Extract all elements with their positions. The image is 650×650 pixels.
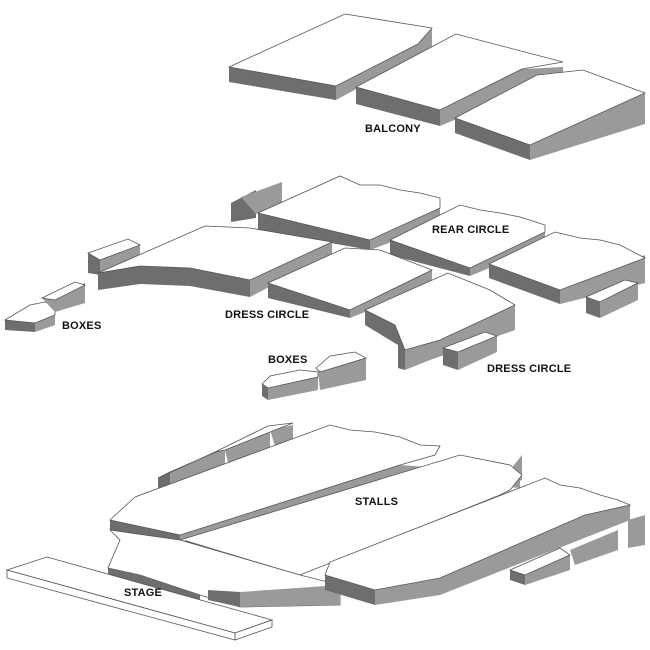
label-stage: STAGE — [124, 587, 163, 599]
label-stalls: STALLS — [355, 496, 399, 508]
balcony-section[interactable] — [227, 13, 647, 160]
label-rear-circle: REAR CIRCLE — [432, 224, 510, 236]
stage-section[interactable] — [5, 556, 274, 641]
label-balcony: BALCONY — [365, 123, 421, 135]
stalls-section[interactable] — [107, 422, 645, 608]
label-boxes-left: BOXES — [62, 320, 102, 332]
rear-circle-section[interactable] — [231, 175, 646, 318]
label-dress-circle-left: DRESS CIRCLE — [225, 309, 310, 321]
dress-circle-left-section[interactable] — [87, 225, 434, 318]
boxes-left-section[interactable] — [3, 281, 87, 332]
label-dress-circle-right: DRESS CIRCLE — [487, 363, 572, 375]
boxes-center-section[interactable] — [261, 351, 368, 400]
dress-circle-right-section[interactable] — [364, 272, 516, 370]
label-boxes-center: BOXES — [268, 354, 308, 366]
